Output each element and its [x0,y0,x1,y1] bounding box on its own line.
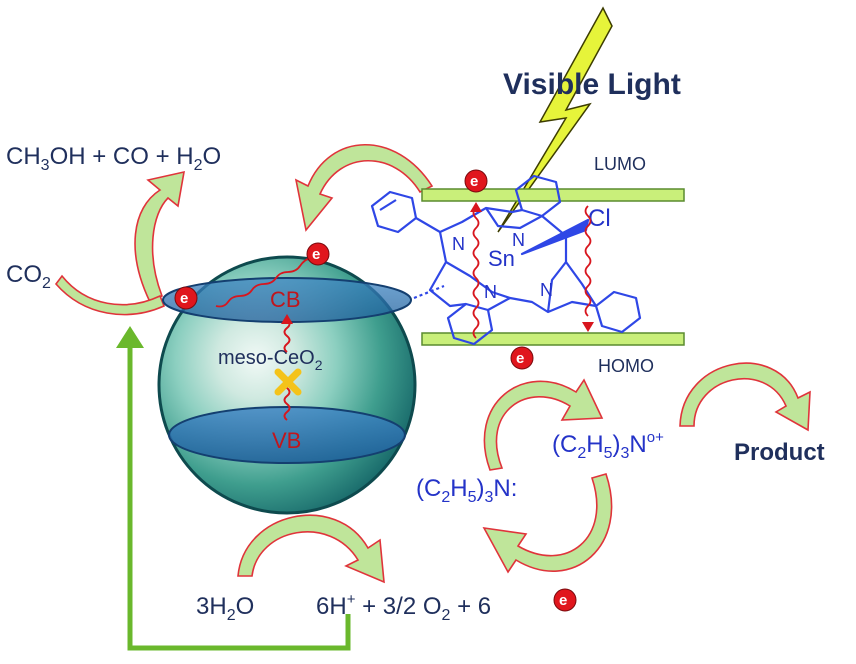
product-arrow [679,362,811,432]
relaxation-wave-right [584,205,592,317]
relaxation-arrowhead-right [582,322,594,332]
amine-radical-cation-label: (C2H5)3No+ [552,429,664,462]
svg-text:e: e [559,592,567,609]
regeneration-arrow [482,473,613,574]
svg-text:e: e [516,350,524,367]
lightning-bolt-icon [497,6,613,233]
electron-sphere-surface: e [306,242,330,266]
product-label: Product [734,439,825,466]
water-oxidation-arrow [237,514,385,584]
electron-homo: e [510,346,534,370]
valence-band-disk [168,406,406,464]
homo-label: HOMO [598,356,654,376]
svg-text:e: e [180,290,188,307]
n-label-1: N [452,234,465,254]
cb-label: CB [270,287,301,312]
water-label: 3H2O [196,593,254,624]
proton-feedback-line [127,342,351,651]
sn-porphyrin-molecule [370,174,642,346]
electron-lumo: e [464,169,488,193]
electron-oxidation: e [553,588,577,612]
excitation-arrowhead-left [470,202,482,212]
reduction-products-label: CH3OH + CO + H2O [6,143,221,174]
triethylamine-label: (C2H5)3N: [416,475,517,506]
amine-oxidation-arrow [483,378,604,471]
electron-cb-edge: e [174,286,198,310]
n-label-4: N [540,280,553,300]
excitation-wave-left [472,207,480,339]
lumo-label: LUMO [594,154,646,174]
homo-bar [421,332,685,346]
meso-ceo2-label: meso-CeO2 [218,347,323,373]
co2-label: CO2 [6,261,51,292]
sn-label: Sn [488,246,515,271]
electron-transfer-arrow [294,143,434,232]
reduction-arrow [134,170,185,304]
ceo2-sphere: CB VB meso-CeO2 [157,255,417,515]
svg-text:e: e [470,173,478,190]
svg-text:e: e [312,246,320,263]
vb-label: VB [272,428,301,453]
n-label-3: N [484,282,497,302]
sphere-excitation-arrowhead [281,314,293,324]
cl-label: Cl [588,205,611,232]
visible-light-label: Visible Light [503,68,681,101]
surface-electron-wave [215,257,311,308]
lumo-bar [421,188,685,202]
co2-curve-arrow [54,274,166,316]
forbidden-cross-icon [274,368,302,396]
proton-feedback-arrowhead [116,326,144,348]
oxidation-products-label: 6H+ + 3/2 O2 + 6 [316,591,491,624]
n-label-2: N [512,230,525,250]
